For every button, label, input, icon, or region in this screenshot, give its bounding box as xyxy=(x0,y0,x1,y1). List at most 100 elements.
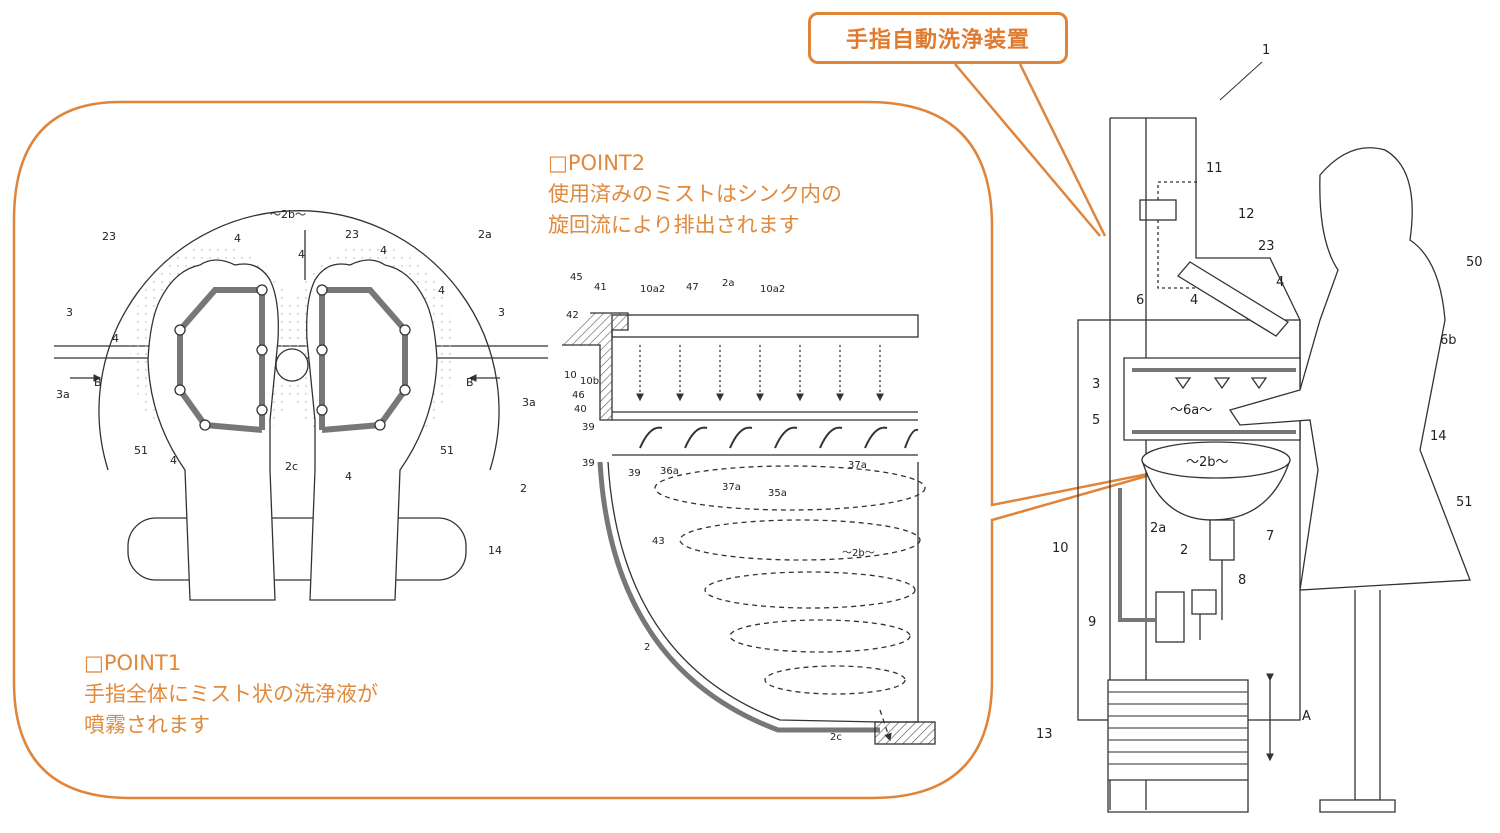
bellows-13 xyxy=(1107,679,1249,781)
label-39: 39 xyxy=(582,458,595,469)
point2-line-1: 使用済みのミストはシンク内の xyxy=(548,182,842,206)
label-10a2: 10a2 xyxy=(640,284,665,295)
pipe-7 xyxy=(1209,519,1235,561)
duct-top xyxy=(611,314,919,338)
label-2: 2 xyxy=(520,482,527,495)
label-39: 39 xyxy=(582,422,595,433)
label-10: 10 xyxy=(1052,541,1069,556)
label-45: 45 xyxy=(570,272,583,283)
label-4: 4 xyxy=(234,232,241,245)
tank-9 xyxy=(1155,591,1185,643)
device-figure xyxy=(1077,61,1471,813)
label-4: 4 xyxy=(1190,293,1198,308)
label-11: 11 xyxy=(1206,161,1223,176)
label-42: 42 xyxy=(566,310,579,321)
spray-nozzles xyxy=(1174,377,1268,390)
point1-line-2: 噴霧されます xyxy=(84,713,210,737)
label-9: 9 xyxy=(1088,615,1096,630)
device-labels: 1 11 12 23 4 6 4 50 6b 3 5 ～6a～ 14 ～2b～ … xyxy=(1036,43,1483,742)
label-B-left: B xyxy=(94,376,102,389)
point2-heading: □POINT2 xyxy=(548,151,646,175)
label-14: 14 xyxy=(488,544,502,557)
label-2b: ～2b～ xyxy=(1186,455,1229,470)
label-37a: 37a xyxy=(848,460,867,471)
label-51-left: 51 xyxy=(134,444,148,457)
label-2c: 2c xyxy=(830,732,842,743)
label-2c: 2c xyxy=(285,460,298,473)
label-6b: 6b xyxy=(1440,333,1457,348)
label-4: 4 xyxy=(170,454,177,467)
label-50: 50 xyxy=(1466,255,1483,270)
point2-line-2: 旋回流により排出されます xyxy=(548,213,800,237)
duct-wall xyxy=(562,312,629,421)
label-40: 40 xyxy=(574,404,587,415)
section-labels: 45 41 10a2 47 2a 10a2 42 10 10b 46 40 39… xyxy=(564,272,875,743)
label-2a: 2a xyxy=(478,228,492,241)
panel-12 xyxy=(1177,261,1289,337)
label-23-left: 23 xyxy=(102,230,116,243)
label-4: 4 xyxy=(380,244,387,257)
label-2: 2 xyxy=(644,642,650,653)
label-3-left: 3 xyxy=(66,306,73,319)
guide-vanes xyxy=(639,426,919,449)
label-46: 46 xyxy=(572,390,585,401)
label-7: 7 xyxy=(1266,529,1274,544)
label-A: A xyxy=(1302,709,1311,724)
label-6: 6 xyxy=(1136,293,1144,308)
bowl-wall xyxy=(607,461,919,723)
callout-bubble xyxy=(12,63,1169,800)
hands-figure xyxy=(54,210,548,601)
label-4: 4 xyxy=(112,332,119,345)
label-2: 2 xyxy=(1180,543,1188,558)
device-title-box: 手指自動洗浄装置 xyxy=(808,12,1068,64)
label-1: 1 xyxy=(1262,43,1270,58)
point1-callout: □POINT1 手指全体にミスト状の洗浄液が 噴霧されます xyxy=(84,648,378,741)
label-3-right: 3 xyxy=(498,306,505,319)
label-14: 14 xyxy=(1430,429,1447,444)
center-hub xyxy=(275,348,309,382)
point1-line-1: 手指全体にミスト状の洗浄液が xyxy=(84,682,378,706)
label-35a: 35a xyxy=(768,488,787,499)
label-5: 5 xyxy=(1092,413,1100,428)
hands-labels: ～2b～ 23 23 4 4 4 4 4 4 4 2a 3 3 3a 3a B … xyxy=(56,208,536,557)
label-4: 4 xyxy=(1276,275,1284,290)
label-4: 4 xyxy=(345,470,352,483)
section-figure xyxy=(562,312,936,745)
label-36a: 36a xyxy=(660,466,679,477)
label-51-right: 51 xyxy=(440,444,454,457)
label-13: 13 xyxy=(1036,727,1053,742)
label-41: 41 xyxy=(594,282,607,293)
label-10a2: 10a2 xyxy=(760,284,785,295)
label-3a-right: 3a xyxy=(522,396,536,409)
swirl xyxy=(654,465,926,742)
label-10: 10 xyxy=(564,370,577,381)
label-8: 8 xyxy=(1238,573,1246,588)
label-2b: ～2b～ xyxy=(270,208,306,221)
label-6a: ～6a～ xyxy=(1170,403,1212,418)
sink-outline xyxy=(98,210,500,471)
label-2a: 2a xyxy=(722,278,735,289)
label-23-right: 23 xyxy=(345,228,359,241)
downflow-arrows xyxy=(636,345,884,402)
point1-heading: □POINT1 xyxy=(84,651,182,675)
valve-8 xyxy=(1191,589,1217,615)
label-37a: 37a xyxy=(722,482,741,493)
drain xyxy=(874,721,936,745)
point2-callout: □POINT2 使用済みのミストはシンク内の 旋回流により排出されます xyxy=(548,148,842,241)
label-47: 47 xyxy=(686,282,699,293)
person-50 xyxy=(1228,147,1471,591)
label-51: 51 xyxy=(1456,495,1473,510)
label-39: 39 xyxy=(628,468,641,479)
label-2a: 2a xyxy=(1150,521,1166,536)
label-12: 12 xyxy=(1238,207,1255,222)
label-4: 4 xyxy=(298,248,305,261)
label-3: 3 xyxy=(1092,377,1100,392)
label-4: 4 xyxy=(438,284,445,297)
label-B-right: B xyxy=(466,376,474,389)
label-10b: 10b xyxy=(580,376,599,387)
label-2b: ～2b～ xyxy=(842,548,875,559)
label-43: 43 xyxy=(652,536,665,547)
device-title: 手指自動洗浄装置 xyxy=(845,28,1030,53)
sink-rim-14 xyxy=(127,517,467,581)
